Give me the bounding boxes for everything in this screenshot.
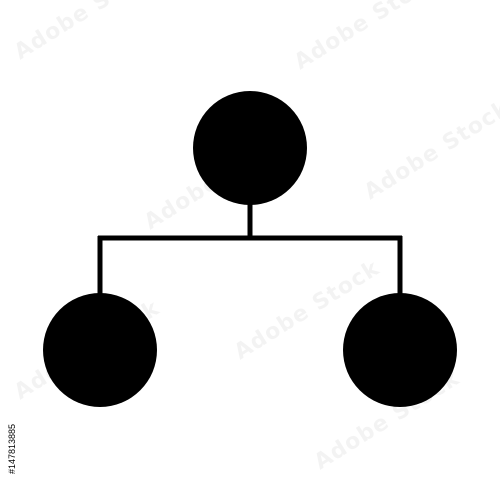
top-node <box>193 91 307 205</box>
watermark-text: Adobe Stock <box>360 96 500 206</box>
watermark-text: Adobe Stock <box>10 0 165 65</box>
stock-id-label: #147813885 <box>7 423 17 475</box>
bottom-right-node <box>343 293 457 407</box>
watermark-text: Adobe Stock <box>290 0 445 75</box>
connector-group <box>97 200 403 298</box>
bottom-left-node <box>43 293 157 407</box>
